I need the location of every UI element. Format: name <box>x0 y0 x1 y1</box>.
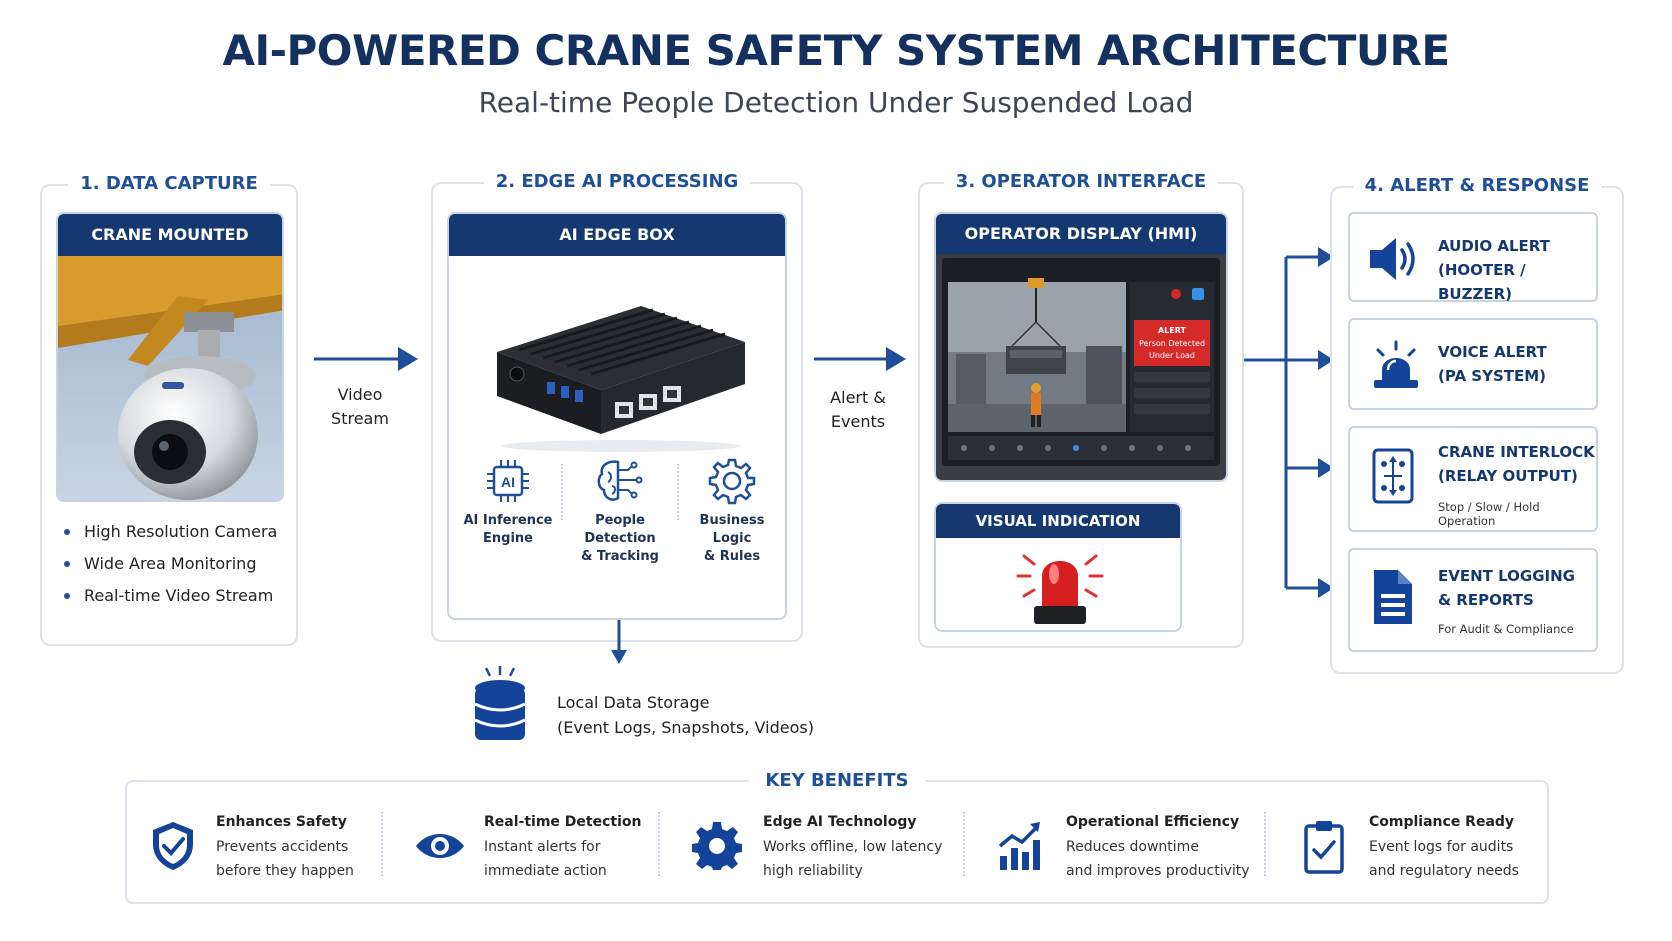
benefit-desc: and regulatory needs <box>1369 863 1519 879</box>
beacon-light-icon <box>1016 554 1104 624</box>
benefit-desc: immediate action <box>484 863 607 879</box>
alert-events-arrow <box>814 347 906 371</box>
edge-box-card: AI EDGE BOX AI <box>447 212 787 620</box>
gear-icon <box>708 458 756 505</box>
storage-arrow <box>611 620 627 664</box>
hmi-display-image: ALERT Person Detected Under Load <box>936 254 1226 480</box>
benefit-title: Compliance Ready <box>1369 814 1515 830</box>
video-stream-arrow <box>314 347 418 371</box>
gear-icon <box>692 822 742 870</box>
audio-alert-card: AUDIO ALERT(HOOTER / BUZZER) <box>1348 212 1598 303</box>
benefit-desc: before they happen <box>216 863 354 879</box>
bullet-item: Wide Area Monitoring <box>60 554 277 573</box>
svg-text:Person Detected: Person Detected <box>1139 339 1205 348</box>
benefit-title: Enhances Safety <box>216 814 347 830</box>
growth-chart-icon <box>998 822 1040 870</box>
page-subtitle: Real-time People Detection Under Suspend… <box>478 86 1194 119</box>
edge-ai-heading: 2. EDGE AI PROCESSING <box>483 171 751 192</box>
clipboard-check-icon <box>1304 821 1344 874</box>
camera-card: CRANE MOUNTED CAMERA <box>56 212 284 502</box>
shield-icon <box>153 822 193 870</box>
data-capture-heading: 1. DATA CAPTURE <box>68 173 270 194</box>
event-logging-card: EVENT LOGGING& REPORTS For Audit & Compl… <box>1348 548 1598 652</box>
page-title: AI-POWERED CRANE SAFETY SYSTEM ARCHITECT… <box>222 26 1450 75</box>
feature-people-detection: People Detection & Tracking <box>563 456 677 566</box>
benefit-desc: Prevents accidents <box>216 839 349 855</box>
benefit-title: Edge AI Technology <box>763 814 917 830</box>
voice-alert-card: VOICE ALERT(PA SYSTEM) <box>1348 318 1598 410</box>
bullet-item: High Resolution Camera <box>60 522 277 541</box>
key-benefits-panel: KEY BENEFITS <box>125 770 1549 904</box>
benefit-desc: Instant alerts for <box>484 839 601 855</box>
capture-bullets: High Resolution Camera Wide Area Monitor… <box>60 522 277 618</box>
camera-card-title: CRANE MOUNTED CAMERA <box>58 214 282 286</box>
feature-business-logic: Business Logic & Rules <box>679 456 785 566</box>
eye-icon <box>416 834 464 858</box>
crane-camera-image <box>58 256 282 500</box>
document-icon <box>1374 570 1412 624</box>
hmi-card: OPERATOR DISPLAY (HMI) ALERT Person Dete… <box>934 212 1228 482</box>
database-icon <box>474 666 526 740</box>
interlock-sub-label: Stop / Slow / Hold Operation <box>1438 500 1540 528</box>
edge-box-device-image <box>497 306 745 452</box>
speaker-icon <box>1370 238 1415 280</box>
benefit-desc: Works offline, low latency <box>763 839 943 855</box>
alert-events-label: Alert &Events <box>830 388 886 431</box>
visual-indication-card: VISUAL INDICATION <box>934 502 1182 632</box>
benefit-desc: and improves productivity <box>1066 863 1250 879</box>
alert-response-heading: 4. ALERT & RESPONSE <box>1352 175 1602 196</box>
benefit-title: Operational Efficiency <box>1066 814 1240 830</box>
svg-text:AI: AI <box>501 474 515 490</box>
edge-box-card-title: AI EDGE BOX <box>449 214 785 256</box>
siren-icon <box>1374 340 1418 388</box>
feature-ai-inference: AI AI Inference Engine <box>455 456 561 548</box>
benefit-desc: Reduces downtime <box>1066 839 1199 855</box>
bullet-item: Real-time Video Stream <box>60 586 277 605</box>
crane-interlock-card: CRANE INTERLOCK(RELAY OUTPUT) Stop / Slo… <box>1348 426 1598 532</box>
svg-text:Under Load: Under Load <box>1149 351 1195 360</box>
relay-icon <box>1372 448 1414 504</box>
ai-chip-icon: AI <box>487 460 529 502</box>
benefit-title: Real-time Detection <box>484 814 642 830</box>
benefit-desc: high reliability <box>763 863 863 879</box>
hmi-card-title: OPERATOR DISPLAY (HMI) <box>936 214 1226 254</box>
branch-arrows <box>1244 247 1334 598</box>
storage-label: Local Data Storage (Event Logs, Snapshot… <box>557 693 814 737</box>
logging-sub-label: For Audit & Compliance <box>1438 622 1574 636</box>
operator-heading: 3. OPERATOR INTERFACE <box>943 171 1219 192</box>
visual-indication-title: VISUAL INDICATION <box>936 504 1180 538</box>
key-benefits-heading: KEY BENEFITS <box>749 770 925 791</box>
brain-icon <box>597 460 643 501</box>
svg-text:ALERT: ALERT <box>1158 326 1187 335</box>
benefit-desc: Event logs for audits <box>1369 839 1514 855</box>
